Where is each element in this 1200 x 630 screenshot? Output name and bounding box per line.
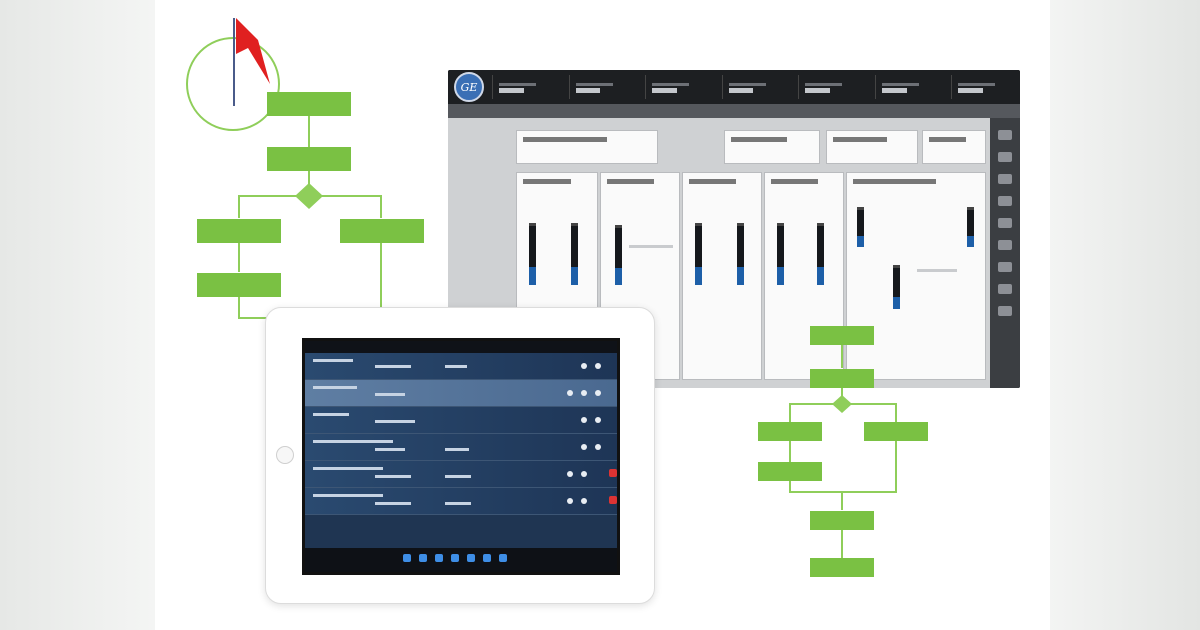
list-item[interactable] [305,488,617,515]
edit-icon[interactable] [998,218,1012,228]
menu-icon[interactable] [998,130,1012,140]
status-card [724,130,820,164]
flow-branch-left [197,219,281,243]
diamond-icon [832,395,852,413]
header-metric [874,75,944,99]
tablet-screen [302,338,620,575]
level-bar [893,265,900,309]
flow-branch-right [340,219,424,243]
dock-icon[interactable] [499,554,507,562]
status-card [922,130,986,164]
header-metric [721,75,791,99]
home-icon[interactable] [998,306,1012,316]
flow-branch-left [758,422,822,441]
left-margin [0,0,155,630]
status-card [826,130,918,164]
hmi-toolbar [448,104,1020,118]
hmi-side-rail [990,118,1020,388]
tank-panel [846,172,986,380]
hmi-header: GE [448,70,1020,104]
level-bar [817,223,824,285]
level-bar [737,223,744,285]
level-bar [857,207,864,247]
home-button[interactable] [276,446,294,464]
header-metric [951,75,1020,99]
level-bar [529,223,536,285]
list-item[interactable] [305,461,617,488]
dock-icon[interactable] [419,554,427,562]
header-metric [645,75,714,99]
header-metric [492,75,561,99]
level-bar [777,223,784,285]
flow-branch-right [864,422,928,441]
flow-step-2 [267,147,351,171]
flow-step-5 [810,558,874,577]
tank-panel [764,172,844,380]
status-bar [305,341,617,353]
dock-icon[interactable] [403,554,411,562]
level-bar [571,223,578,285]
chart-icon[interactable] [998,174,1012,184]
dock-icon[interactable] [483,554,491,562]
flow-step-1 [267,92,351,116]
list-icon[interactable] [998,262,1012,272]
level-bar [695,223,702,285]
clock-icon[interactable] [998,152,1012,162]
header-metric [798,75,867,99]
flag-icon [236,18,270,84]
settings-icon[interactable] [998,240,1012,250]
list-item[interactable] [305,434,617,461]
tablet-device [265,307,655,604]
level-bar [967,207,974,247]
list-item[interactable] [305,353,617,380]
dock-icon[interactable] [467,554,475,562]
list-item[interactable] [305,380,617,407]
flow-step-3 [758,462,822,481]
list-item[interactable] [305,407,617,434]
diamond-icon [295,183,323,209]
chart-icon[interactable] [998,196,1012,206]
hmi-monitor: GE [448,70,1020,388]
info-icon[interactable] [998,284,1012,294]
flow-step-4 [810,511,874,530]
dock-icon[interactable] [451,554,459,562]
flow-step-3 [197,273,281,297]
process-summary-card [516,130,658,164]
ge-logo: GE [454,72,484,102]
flow-step-2 [810,369,874,388]
flow-step-1 [810,326,874,345]
app-dock [305,548,617,572]
tank-panel [682,172,762,380]
header-metric [568,75,638,99]
dock-icon[interactable] [435,554,443,562]
right-margin [1050,0,1200,630]
level-bar [615,225,622,285]
